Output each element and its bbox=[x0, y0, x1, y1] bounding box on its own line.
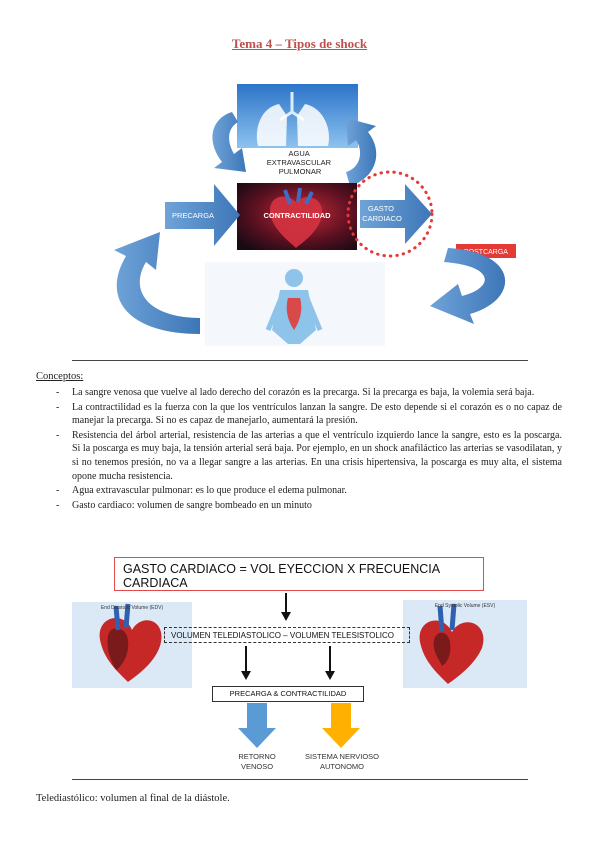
gasto-arrow bbox=[360, 184, 432, 244]
edv-label: End Diastolic Volume (EDV) bbox=[100, 605, 164, 611]
volumen-box: VOLUMEN TELEDIASTOLICO – VOLUMEN TELESIS… bbox=[164, 627, 410, 643]
return-right-arrow bbox=[430, 248, 506, 324]
arrow-down-right-head bbox=[325, 671, 335, 680]
retorno-label: RETORNO VENOSO bbox=[238, 752, 276, 771]
lungs-label-line1: AGUA bbox=[289, 149, 310, 158]
dotted-circle bbox=[346, 170, 434, 258]
lungs-label-line3: PULMONAR bbox=[279, 167, 322, 176]
lungs-label: AGUA EXTRAVASCULAR PULMONAR bbox=[267, 149, 333, 176]
lungs-label-line2: EXTRAVASCULAR bbox=[267, 158, 332, 167]
sistema-label: SISTEMA NERVIOSO AUTONOMO bbox=[304, 752, 380, 771]
arrow-down-left-head bbox=[241, 671, 251, 680]
gasto-formula-box: GASTO CARDIACO = VOL EYECCION X FRECUENC… bbox=[114, 557, 484, 591]
esv-label: End Systolic Volume (ESV) bbox=[434, 603, 496, 609]
list-item: Agua extravascular pulmonar: es lo que p… bbox=[36, 484, 562, 498]
lung-left-arrow bbox=[212, 112, 246, 172]
shock-diagram: AGUA EXTRAVASCULAR PULMONAR CONTRACTILID… bbox=[114, 84, 516, 346]
divider-top bbox=[72, 360, 528, 361]
precarga-contractilidad-box: PRECARGA & CONTRACTILIDAD bbox=[212, 686, 364, 702]
concepts-heading: Conceptos: bbox=[36, 371, 84, 382]
list-item: La sangre venosa que vuelve al lado dere… bbox=[36, 386, 562, 400]
sistema-block-arrow bbox=[322, 703, 360, 748]
list-item: La contractilidad es la fuerza con la qu… bbox=[36, 401, 562, 428]
body-image bbox=[205, 262, 385, 346]
divider-bottom bbox=[72, 779, 528, 780]
page-title: Tema 4 – Tipos de shock bbox=[231, 36, 368, 51]
return-left-arrow bbox=[114, 232, 200, 334]
esv-heart-panel bbox=[403, 600, 527, 688]
concepts-list: La sangre venosa que vuelve al lado dere… bbox=[36, 386, 562, 513]
postcarga-label: POSTCARGA bbox=[464, 249, 508, 256]
heart-image: CONTRACTILIDAD bbox=[237, 183, 357, 250]
arrow-down-main-head bbox=[281, 612, 291, 621]
gasto-label-line2: CARDIACO bbox=[362, 214, 402, 223]
list-item: Gasto cardiaco: volumen de sangre bombea… bbox=[36, 499, 562, 513]
formula-diagram bbox=[72, 593, 527, 748]
edv-heart-panel bbox=[72, 602, 192, 688]
gasto-label-line1: GASTO bbox=[368, 204, 394, 213]
lungs-image bbox=[237, 84, 358, 148]
lung-right-arrow bbox=[346, 118, 377, 186]
contractilidad-label: CONTRACTILIDAD bbox=[263, 211, 331, 220]
gasto-label: GASTO CARDIACO bbox=[362, 204, 402, 223]
retorno-block-arrow bbox=[238, 703, 276, 748]
precarga-label: PRECARGA bbox=[172, 211, 214, 220]
footer-note: Telediastólico: volumen al final de la d… bbox=[36, 793, 230, 804]
precarga-arrow bbox=[165, 184, 240, 246]
list-item: Resistencia del árbol arterial, resisten… bbox=[36, 429, 562, 483]
